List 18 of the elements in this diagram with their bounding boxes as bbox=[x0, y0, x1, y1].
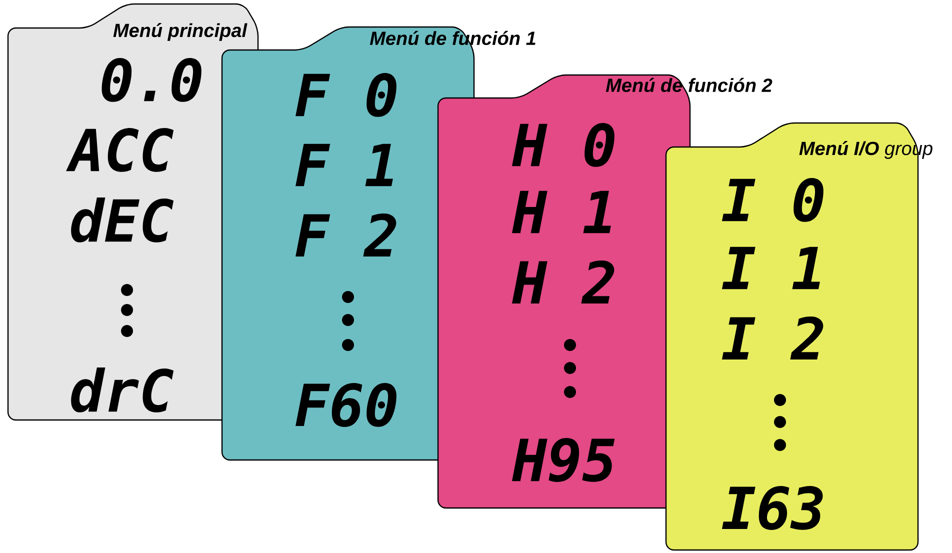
display-text: drC bbox=[71, 368, 174, 412]
display-text: F 1 bbox=[296, 144, 393, 186]
display-text: I63 bbox=[722, 486, 823, 530]
display-text: 0.0 bbox=[102, 58, 202, 102]
display-text: F 2 bbox=[296, 213, 396, 256]
display-text: ACC bbox=[66, 128, 174, 172]
display-text: I 1 bbox=[722, 246, 820, 290]
display-text: H 1 bbox=[512, 190, 611, 234]
display-text: dEC bbox=[71, 198, 174, 242]
display-text: F 0 bbox=[296, 73, 396, 117]
tab-title: Menú de función 2 bbox=[606, 78, 772, 92]
display-text: H95 bbox=[512, 438, 615, 482]
display-text: F60 bbox=[296, 383, 396, 427]
display-text: I 2 bbox=[722, 316, 824, 360]
display-text: H 2 bbox=[512, 260, 614, 304]
display-text: I 0 bbox=[722, 178, 824, 222]
tab-title: Menú principal bbox=[113, 23, 248, 41]
display-text: H 0 bbox=[512, 123, 614, 167]
